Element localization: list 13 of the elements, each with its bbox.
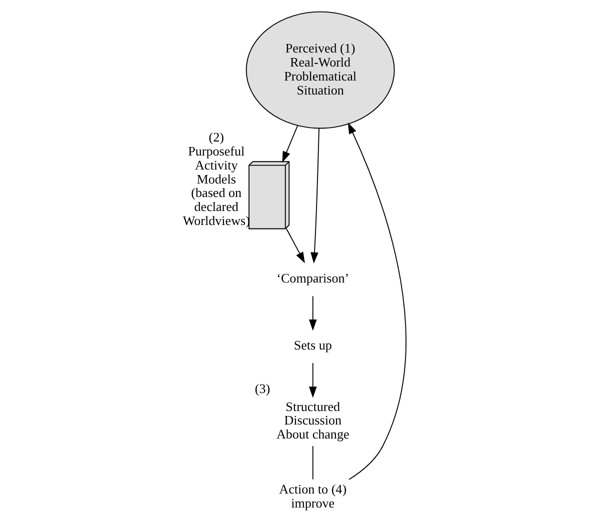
node-label: (3) (254, 381, 270, 396)
node-text: Sets up (294, 338, 332, 353)
connector (312, 446, 314, 480)
arrow (348, 122, 406, 480)
arrow (286, 228, 305, 264)
node-text: Action to (4) improve (279, 482, 347, 511)
arrow (308, 296, 317, 331)
arrow (310, 128, 320, 264)
node-text: Structured Discussion About change (276, 398, 350, 442)
arrow (282, 124, 298, 163)
arrow (308, 362, 317, 398)
node-ellipse: Perceived (1) Real-World Problematical Situation (246, 11, 395, 129)
node-text: ‘Comparison’ (276, 270, 350, 286)
